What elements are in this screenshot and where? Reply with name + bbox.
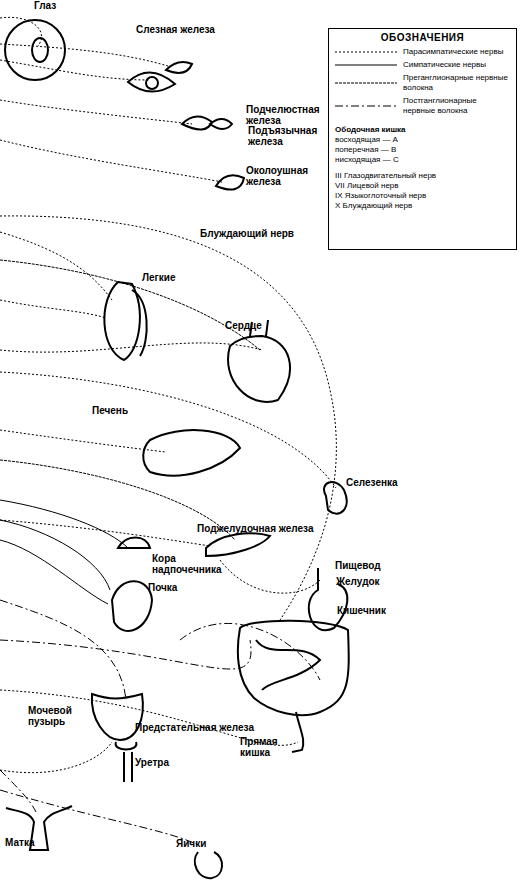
line-sample: [335, 48, 397, 56]
legend-note: нисходящая — C: [335, 155, 510, 165]
organ-label: Глаз: [34, 0, 94, 11]
legend-text: Постганглионарные нервные волокна: [403, 96, 510, 116]
organ-label: Кора надпочечника: [152, 553, 222, 575]
legend-text: Симпатические нервы: [403, 60, 510, 70]
legend-note: восходящая — A: [335, 135, 510, 145]
organ-label: Подчелюстная железа: [246, 104, 322, 126]
legend-note: III Глазодвигательный нерв: [335, 171, 510, 181]
legend-text: Парасимпатические нервы: [403, 47, 510, 57]
organ-label: Околоушная железа: [246, 165, 322, 187]
legend-row: Симпатические нервы: [335, 60, 510, 70]
organ-label: Сердце: [225, 320, 285, 331]
legend-note: поперечная — B: [335, 145, 510, 155]
legend-row: Парасимпатические нервы: [335, 47, 510, 57]
organ-label: Мочевой пузырь: [28, 705, 88, 727]
organ-label: Кишечник: [337, 605, 407, 616]
legend-row: Преганглионарные нервные волокна: [335, 73, 510, 93]
organ-label: Подъязычная железа: [248, 125, 324, 147]
organ-label: Печень: [92, 405, 152, 416]
legend-note: X Блуждающий нерв: [335, 201, 510, 211]
organ-label: Селезенка: [346, 477, 416, 488]
organ-label: Пищевод: [335, 560, 405, 571]
legend-heading: ОБОЗНАЧЕНИЯ: [335, 33, 510, 43]
organ-label: Поджелудочная железа: [197, 523, 337, 534]
legend-note: IX Языкоглоточный нерв: [335, 191, 510, 201]
line-sample: [335, 61, 397, 69]
line-sample: [335, 102, 397, 110]
legend-note: VII Лицевой нерв: [335, 181, 510, 191]
legend-text: Преганглионарные нервные волокна: [403, 73, 510, 93]
legend-box: ОБОЗНАЧЕНИЯ Парасимпатические нервыСимпат…: [328, 28, 517, 250]
organ-label: Матка: [5, 837, 65, 848]
line-sample: [335, 79, 397, 87]
organ-label: Блуждающий нерв: [200, 228, 340, 239]
organ-label: Прямая кишка: [240, 736, 300, 758]
organ-label: Легкие: [142, 272, 202, 283]
organ-label: Желудок: [336, 576, 406, 587]
organ-label: Уретра: [135, 757, 195, 768]
organ-label: Яички: [176, 838, 236, 849]
legend-note: Ободочная кишка: [335, 125, 510, 135]
organ-label: Слезная железа: [136, 24, 236, 35]
organ-label: Предстательная железа: [135, 722, 275, 733]
organ-label: Почка: [148, 582, 208, 593]
legend-row: Постганглионарные нервные волокна: [335, 96, 510, 116]
